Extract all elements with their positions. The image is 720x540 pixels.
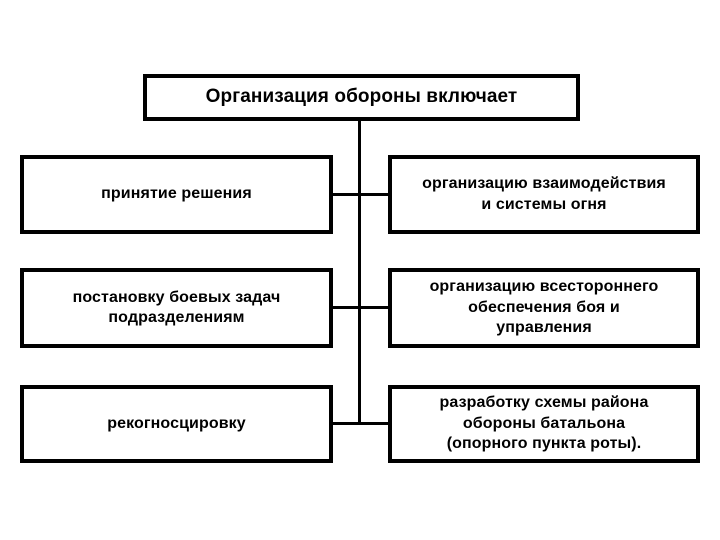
- connector-branch-row-3: [333, 422, 388, 425]
- connector-trunk-vertical: [358, 120, 361, 425]
- node-right-row-3-label: разработку схемы района обороны батальон…: [439, 394, 649, 453]
- node-left-row-2-label: постановку боевых задач подразделениям: [72, 288, 281, 326]
- node-right-row-2-label: организацию всестороннего обеспечения бо…: [429, 278, 659, 337]
- node-left-row-1-label: принятие решения: [101, 185, 252, 203]
- node-right-row-2: организацию всестороннего обеспечения бо…: [388, 268, 700, 348]
- node-left-row-1: принятие решения: [20, 155, 333, 234]
- diagram-title-box: Организация обороны включает: [143, 74, 580, 121]
- node-left-row-3: рекогносцировку: [20, 385, 333, 463]
- diagram-title-label: Организация обороны включает: [205, 86, 518, 108]
- node-right-row-1-label: организацию взаимодействия и системы огн…: [422, 175, 666, 213]
- connector-branch-row-2: [333, 306, 388, 309]
- node-left-row-2: постановку боевых задач подразделениям: [20, 268, 333, 348]
- node-right-row-3: разработку схемы района обороны батальон…: [388, 385, 700, 463]
- node-right-row-1: организацию взаимодействия и системы огн…: [388, 155, 700, 234]
- connector-branch-row-1: [333, 193, 388, 196]
- node-left-row-3-label: рекогносцировку: [107, 414, 246, 432]
